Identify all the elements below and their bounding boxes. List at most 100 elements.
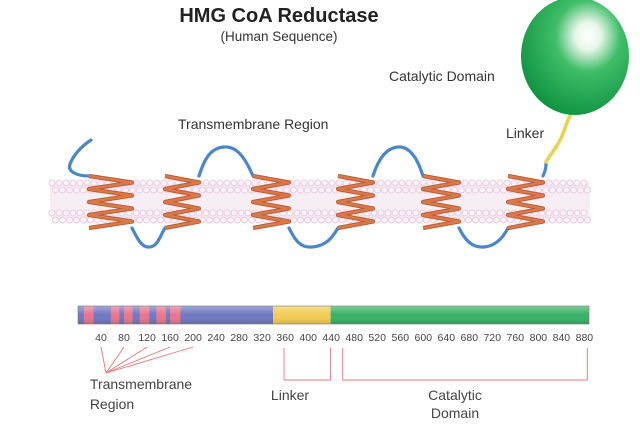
tick-label: 240 bbox=[207, 332, 225, 344]
lipid-head bbox=[213, 216, 220, 224]
lipid-head bbox=[293, 179, 301, 187]
tick-label: 360 bbox=[276, 332, 294, 344]
transmembrane-region-label: Transmembrane Region bbox=[178, 116, 328, 132]
lipid-head bbox=[300, 209, 308, 217]
lipid-head bbox=[69, 209, 77, 217]
transmembrane-helix bbox=[505, 173, 546, 231]
lipid-head bbox=[388, 216, 395, 224]
lipid-head bbox=[493, 216, 500, 224]
lipid-head bbox=[489, 209, 497, 217]
lipid-head bbox=[76, 209, 84, 217]
lipid-head bbox=[475, 179, 483, 187]
linker-stalk bbox=[544, 110, 574, 164]
lipid-head bbox=[496, 209, 504, 217]
lipid-head bbox=[90, 179, 98, 187]
lipid-head bbox=[482, 209, 490, 217]
transmembrane-helix bbox=[250, 173, 292, 231]
tick-label: 80 bbox=[118, 332, 130, 344]
lipid-head bbox=[486, 216, 493, 224]
tick-label: 280 bbox=[230, 332, 248, 344]
lipid-head bbox=[132, 209, 140, 217]
lipid-head bbox=[545, 209, 553, 217]
tm-region-label-line1: Transmembrane bbox=[90, 376, 192, 392]
lipid-head bbox=[223, 179, 231, 187]
lipid-head bbox=[416, 216, 423, 224]
lipid-head bbox=[206, 186, 213, 194]
lipid-head bbox=[503, 179, 511, 187]
lipid-head bbox=[321, 209, 329, 217]
tm-pointer-line bbox=[105, 346, 171, 374]
lipid-head bbox=[304, 216, 311, 224]
lipid-head bbox=[136, 186, 143, 194]
lipid-head bbox=[157, 186, 164, 194]
lipid-head bbox=[59, 186, 66, 194]
catalytic-bracket bbox=[342, 348, 588, 381]
lipid-head bbox=[209, 209, 217, 217]
lipid-head bbox=[486, 186, 493, 194]
lipid-head bbox=[580, 179, 588, 187]
lipid-head bbox=[489, 179, 497, 187]
lipid-head bbox=[69, 179, 77, 187]
lipid-head bbox=[129, 186, 136, 194]
lipid-head bbox=[143, 216, 150, 224]
lipid-head bbox=[59, 216, 66, 224]
lipid-head bbox=[73, 186, 80, 194]
lipid-head bbox=[409, 186, 416, 194]
lipid-head bbox=[370, 209, 378, 217]
lipid-head bbox=[570, 186, 577, 194]
lipid-head bbox=[549, 216, 556, 224]
catalytic-domain-sphere bbox=[521, 0, 629, 115]
lipid-head bbox=[55, 209, 63, 217]
lipid-head bbox=[500, 186, 507, 194]
tick-label: 440 bbox=[322, 332, 340, 344]
tm-pointer-line bbox=[105, 346, 125, 374]
lipid-head bbox=[244, 179, 252, 187]
lipid-head bbox=[510, 179, 518, 187]
connecting-loop bbox=[130, 226, 167, 249]
lipid-head bbox=[220, 216, 227, 224]
lipid-head bbox=[451, 186, 458, 194]
lipid-head bbox=[297, 216, 304, 224]
lipid-head bbox=[223, 209, 231, 217]
lipid-head bbox=[458, 186, 465, 194]
lipid-head bbox=[580, 209, 588, 217]
lipid-head bbox=[283, 186, 290, 194]
connecting-loop bbox=[457, 226, 510, 249]
lipid-head bbox=[377, 179, 385, 187]
transmembrane-helix bbox=[420, 173, 462, 231]
lipid-head bbox=[230, 209, 238, 217]
lipid-head bbox=[48, 179, 56, 187]
lipid-head bbox=[311, 186, 318, 194]
lipid-head bbox=[318, 186, 325, 194]
lipid-head bbox=[300, 179, 308, 187]
tm-pointer-line bbox=[105, 346, 148, 374]
catalytic-region-label-line2: Domain bbox=[431, 405, 479, 421]
tick-label: 680 bbox=[461, 332, 479, 344]
lipid-head bbox=[220, 186, 227, 194]
lipid-head bbox=[234, 186, 241, 194]
lipid-head bbox=[307, 209, 315, 217]
lipid-head bbox=[241, 216, 248, 224]
lipid-head bbox=[293, 209, 301, 217]
lipid-head bbox=[566, 179, 574, 187]
tick-label: 40 bbox=[95, 332, 107, 344]
lipid-head bbox=[325, 216, 332, 224]
lipid-head bbox=[150, 216, 157, 224]
lipid-head bbox=[76, 179, 84, 187]
lipid-head bbox=[192, 186, 199, 194]
connecting-loop bbox=[287, 226, 340, 249]
diagram-title: HMG CoA Reductase bbox=[179, 5, 378, 27]
lipid-head bbox=[213, 186, 220, 194]
lipid-head bbox=[325, 186, 332, 194]
linker-region-label: Linker bbox=[271, 387, 309, 403]
lipid-head bbox=[402, 216, 409, 224]
lipid-head bbox=[80, 186, 87, 194]
connecting-loop bbox=[371, 145, 425, 178]
lipid-head bbox=[472, 216, 479, 224]
lipid-head bbox=[48, 209, 56, 217]
lipid-head bbox=[395, 186, 402, 194]
lipid-head bbox=[468, 209, 476, 217]
lipid-head bbox=[412, 209, 420, 217]
lipid-head bbox=[311, 216, 318, 224]
